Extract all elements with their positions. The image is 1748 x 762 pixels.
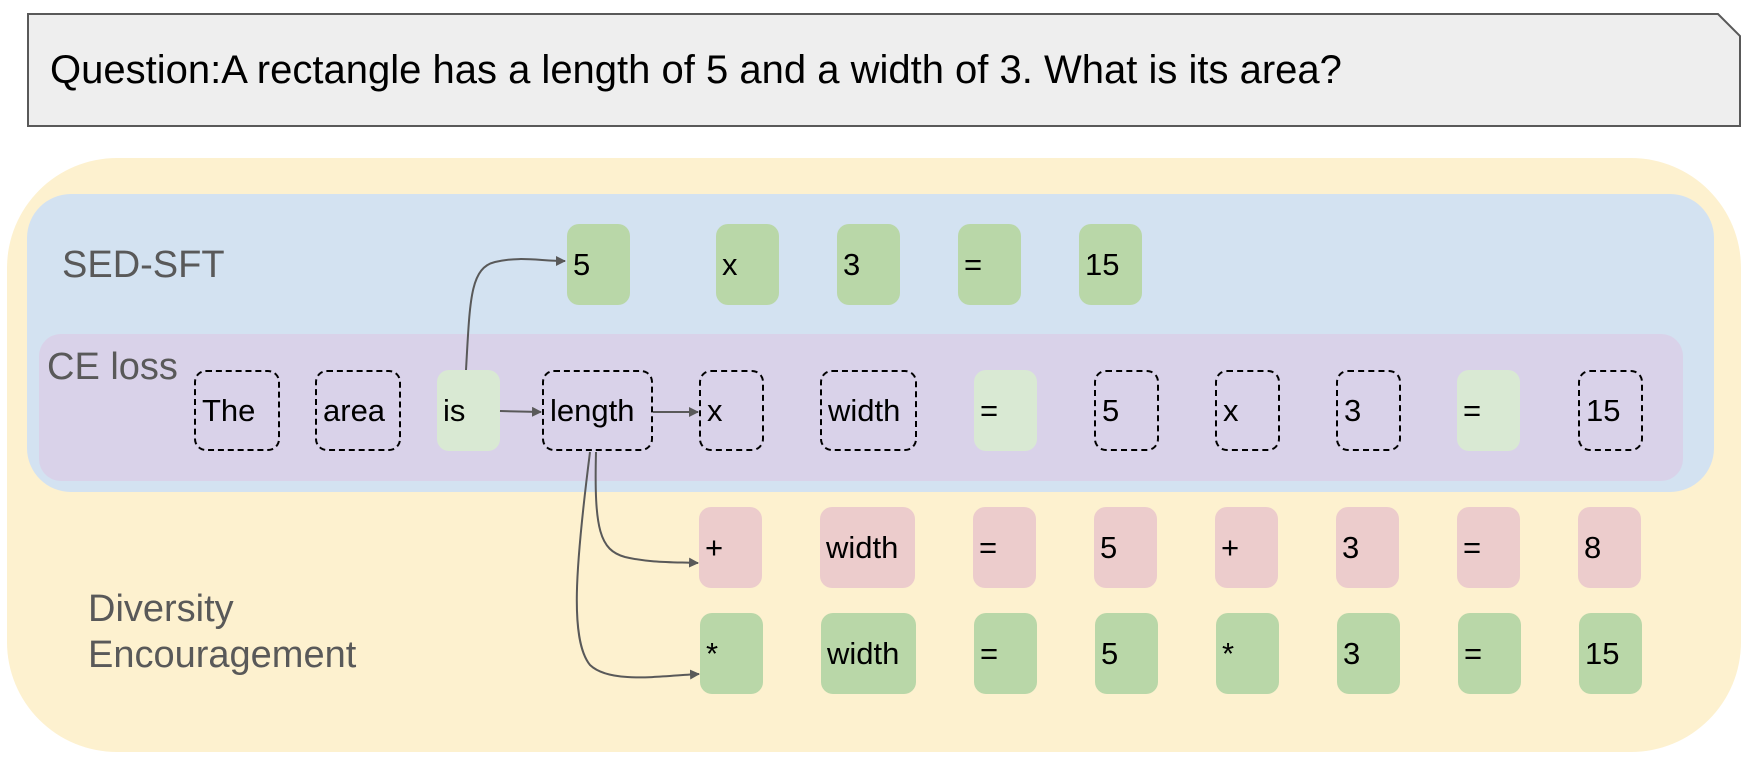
ce-token-3: is bbox=[437, 370, 500, 451]
diversity-wrong-token-3: = bbox=[973, 507, 1036, 588]
ce-token-8: 5 bbox=[1094, 370, 1159, 451]
diversity-wrong-token-1: + bbox=[699, 507, 762, 588]
diversity-correct-token-5: * bbox=[1216, 613, 1279, 694]
diversity-correct-token-4: 5 bbox=[1095, 613, 1158, 694]
diversity-wrong-token-7: = bbox=[1457, 507, 1520, 588]
ce-loss-panel bbox=[39, 334, 1683, 481]
question-text: Question:A rectangle has a length of 5 a… bbox=[50, 48, 1342, 92]
diversity-correct-token-3: = bbox=[974, 613, 1037, 694]
diversity-wrong-token-5: + bbox=[1215, 507, 1278, 588]
diversity-wrong-token-8: 8 bbox=[1578, 507, 1641, 588]
diversity-correct-token-6: 3 bbox=[1337, 613, 1400, 694]
diversity-wrong-token-2: width bbox=[820, 507, 915, 588]
diversity-correct-token-1: * bbox=[700, 613, 763, 694]
ce-token-12: 15 bbox=[1578, 370, 1643, 451]
sed-sft-token-5: 15 bbox=[1079, 224, 1142, 305]
diversity-encouragement-label: Diversity Encouragement bbox=[88, 586, 356, 678]
diversity-label-line2: Encouragement bbox=[88, 634, 357, 676]
ce-token-2: area bbox=[315, 370, 401, 451]
sed-sft-token-2: x bbox=[716, 224, 779, 305]
ce-token-1: The bbox=[194, 370, 280, 451]
sed-sft-token-1: 5 bbox=[567, 224, 630, 305]
ce-token-4: length bbox=[542, 370, 653, 451]
ce-token-7: = bbox=[974, 370, 1037, 451]
diversity-wrong-token-6: 3 bbox=[1336, 507, 1399, 588]
diversity-correct-token-8: 15 bbox=[1579, 613, 1642, 694]
diversity-correct-token-7: = bbox=[1458, 613, 1521, 694]
diversity-correct-token-2: width bbox=[821, 613, 916, 694]
question-box bbox=[27, 13, 1741, 127]
ce-token-11: = bbox=[1457, 370, 1520, 451]
ce-token-9: x bbox=[1215, 370, 1280, 451]
ce-token-5: x bbox=[699, 370, 764, 451]
sed-sft-token-4: = bbox=[958, 224, 1021, 305]
diversity-label-line1: Diversity bbox=[88, 588, 234, 630]
sed-sft-token-3: 3 bbox=[837, 224, 900, 305]
sed-sft-label: SED-SFT bbox=[62, 244, 225, 286]
ce-token-10: 3 bbox=[1336, 370, 1401, 451]
diversity-wrong-token-4: 5 bbox=[1094, 507, 1157, 588]
ce-token-6: width bbox=[820, 370, 917, 451]
ce-loss-label: CE loss bbox=[47, 346, 178, 388]
